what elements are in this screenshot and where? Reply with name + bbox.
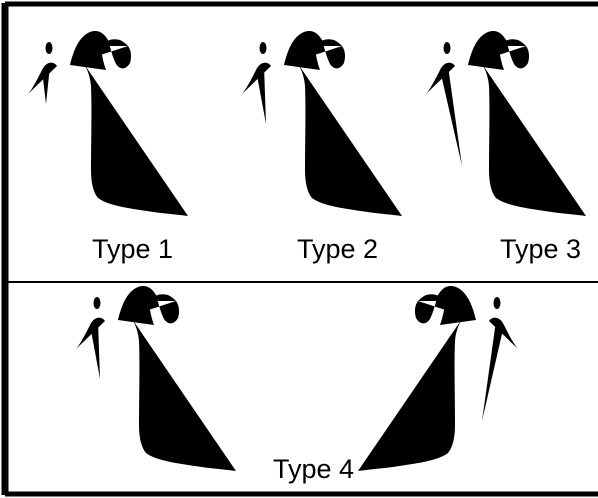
label-type-2: Type 2	[297, 234, 378, 264]
label-type-4: Type 4	[273, 454, 354, 484]
label-type-1: Type 1	[92, 234, 173, 264]
label-type-3: Type 3	[500, 234, 581, 264]
